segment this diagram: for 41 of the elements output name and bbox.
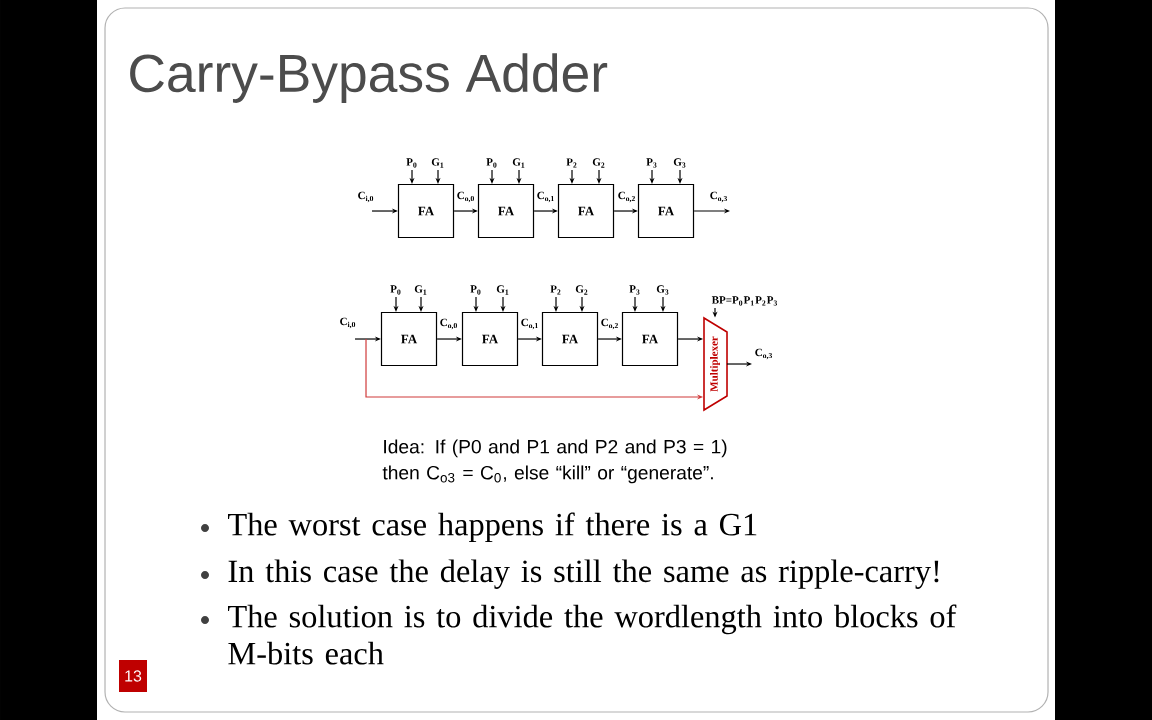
signal-label: G$_{1}$	[496, 285, 509, 295]
signal-label: BP=P$_{0}$P$_{1}$P$_{2}$P$_{3}$	[711, 296, 778, 306]
full-adder-box: FA	[397, 183, 455, 239]
signal-label: G$_{2}$	[575, 285, 588, 295]
edge-label: C$_{o,0}$	[440, 318, 457, 330]
signal-label: P$_{0}$	[486, 158, 497, 168]
bullet-text: In this case the delay is still the same as ripple-carry!	[228, 559, 939, 589]
full-adder-box: FA	[461, 311, 519, 367]
slide-title: Carry-Bypass Adder	[130, 53, 608, 103]
bullet-text: The worst case happens if there is a G1	[228, 512, 757, 543]
note-text: Idea: If (P0 and P1 and P2 and P3 = 1) then C$_{o3}$ = C$_{0}$, else “kill” or “generate”.	[382, 439, 727, 484]
signal-label: P$_{3}$	[646, 158, 657, 168]
edge-label: C$_{o,3}$	[710, 191, 727, 203]
signal-label: G$_{2}$	[592, 158, 605, 168]
signal-label: G$_{1}$	[512, 158, 525, 168]
edge-label: C$_{o,1}$	[537, 191, 554, 203]
full-adder-box: FA	[380, 311, 438, 367]
signal-label: G$_{1}$	[414, 285, 427, 295]
edge-label: C$_{o,2}$	[601, 318, 618, 330]
edge-label: C$_{o,1}$	[521, 318, 538, 330]
signal-label: G$_{3}$	[656, 285, 669, 295]
full-adder-box: FA	[477, 183, 535, 239]
bullet-text: The solution is to divide the wordlength into blocks of M-bits each	[228, 604, 957, 665]
signal-label: P$_{0}$	[470, 285, 481, 295]
signal-label: P$_{0}$	[390, 285, 401, 295]
edge-label: C$_{i,0}$	[358, 191, 374, 203]
signal-label: P$_{2}$	[566, 158, 577, 168]
signal-label: P$_{0}$	[406, 158, 417, 168]
edge-label: C$_{o,0}$	[457, 191, 474, 203]
signal-label: G$_{3}$	[673, 158, 686, 168]
slide-number: 13	[119, 660, 147, 692]
signal-label: P$_{2}$	[550, 285, 561, 295]
edge-label: C$_{o,3}$	[755, 348, 772, 360]
edge-label: C$_{i,0}$	[340, 317, 356, 329]
signal-label: G$_{1}$	[431, 158, 444, 168]
full-adder-box: FA	[621, 311, 679, 367]
signal-label: P$_{3}$	[629, 285, 640, 295]
full-adder-box: FA	[557, 183, 615, 239]
full-adder-box: FA	[541, 311, 599, 367]
full-adder-box: FA	[637, 183, 695, 239]
edge-label: C$_{o,2}$	[618, 191, 635, 203]
